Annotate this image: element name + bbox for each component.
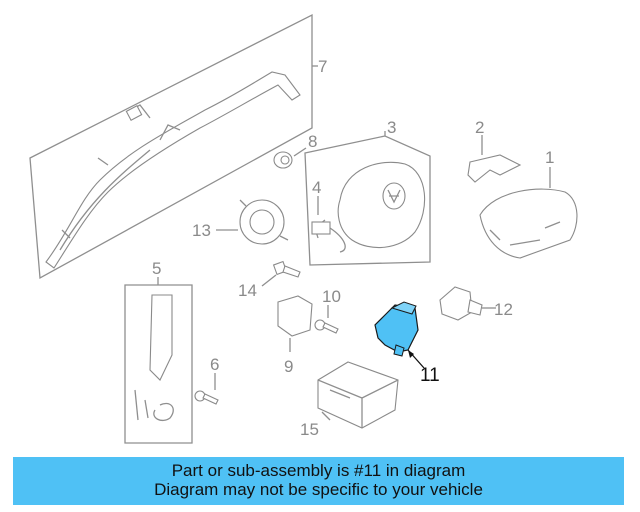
part-6-screw[interactable] <box>194 373 219 405</box>
info-banner: Part or sub-assembly is #11 in diagram D… <box>13 457 624 505</box>
part-13-clock-spring[interactable] <box>216 199 289 245</box>
part-7-curtain-airbag[interactable] <box>29 13 318 280</box>
callout-7: 7 <box>318 57 327 76</box>
part-11-highlighted-sensor[interactable] <box>374 301 425 369</box>
part-9-sensor[interactable] <box>277 295 313 352</box>
callout-8: 8 <box>308 132 317 151</box>
part-14-bolt[interactable] <box>261 260 301 287</box>
callout-5: 5 <box>152 259 161 278</box>
callout-3: 3 <box>387 118 396 137</box>
part-10-screw[interactable] <box>314 305 339 334</box>
part-2-bracket[interactable] <box>467 135 522 183</box>
part-4-connector[interactable] <box>311 196 331 235</box>
callout-15: 15 <box>300 420 319 439</box>
part-3-driver-airbag[interactable] <box>304 131 431 266</box>
callout-11: 11 <box>420 365 440 386</box>
banner-line-1: Part or sub-assembly is #11 in diagram <box>171 461 466 480</box>
callout-6: 6 <box>210 355 219 374</box>
callout-14: 14 <box>238 281 257 300</box>
part-1-passenger-airbag[interactable] <box>479 167 578 259</box>
callout-10: 10 <box>322 287 341 306</box>
part-15-control-unit[interactable] <box>317 361 399 429</box>
callout-13: 13 <box>192 221 211 240</box>
part-8-grommet[interactable] <box>273 147 307 169</box>
banner-line-2: Diagram may not be specific to your vehi… <box>154 480 483 499</box>
callout-9: 9 <box>284 357 293 376</box>
callout-2: 2 <box>475 118 484 137</box>
callout-12: 12 <box>494 300 513 319</box>
part-5-side-airbag[interactable] <box>124 277 193 444</box>
callout-1: 1 <box>545 148 554 167</box>
part-12-sensor[interactable] <box>439 286 496 321</box>
callout-4: 4 <box>312 178 321 197</box>
